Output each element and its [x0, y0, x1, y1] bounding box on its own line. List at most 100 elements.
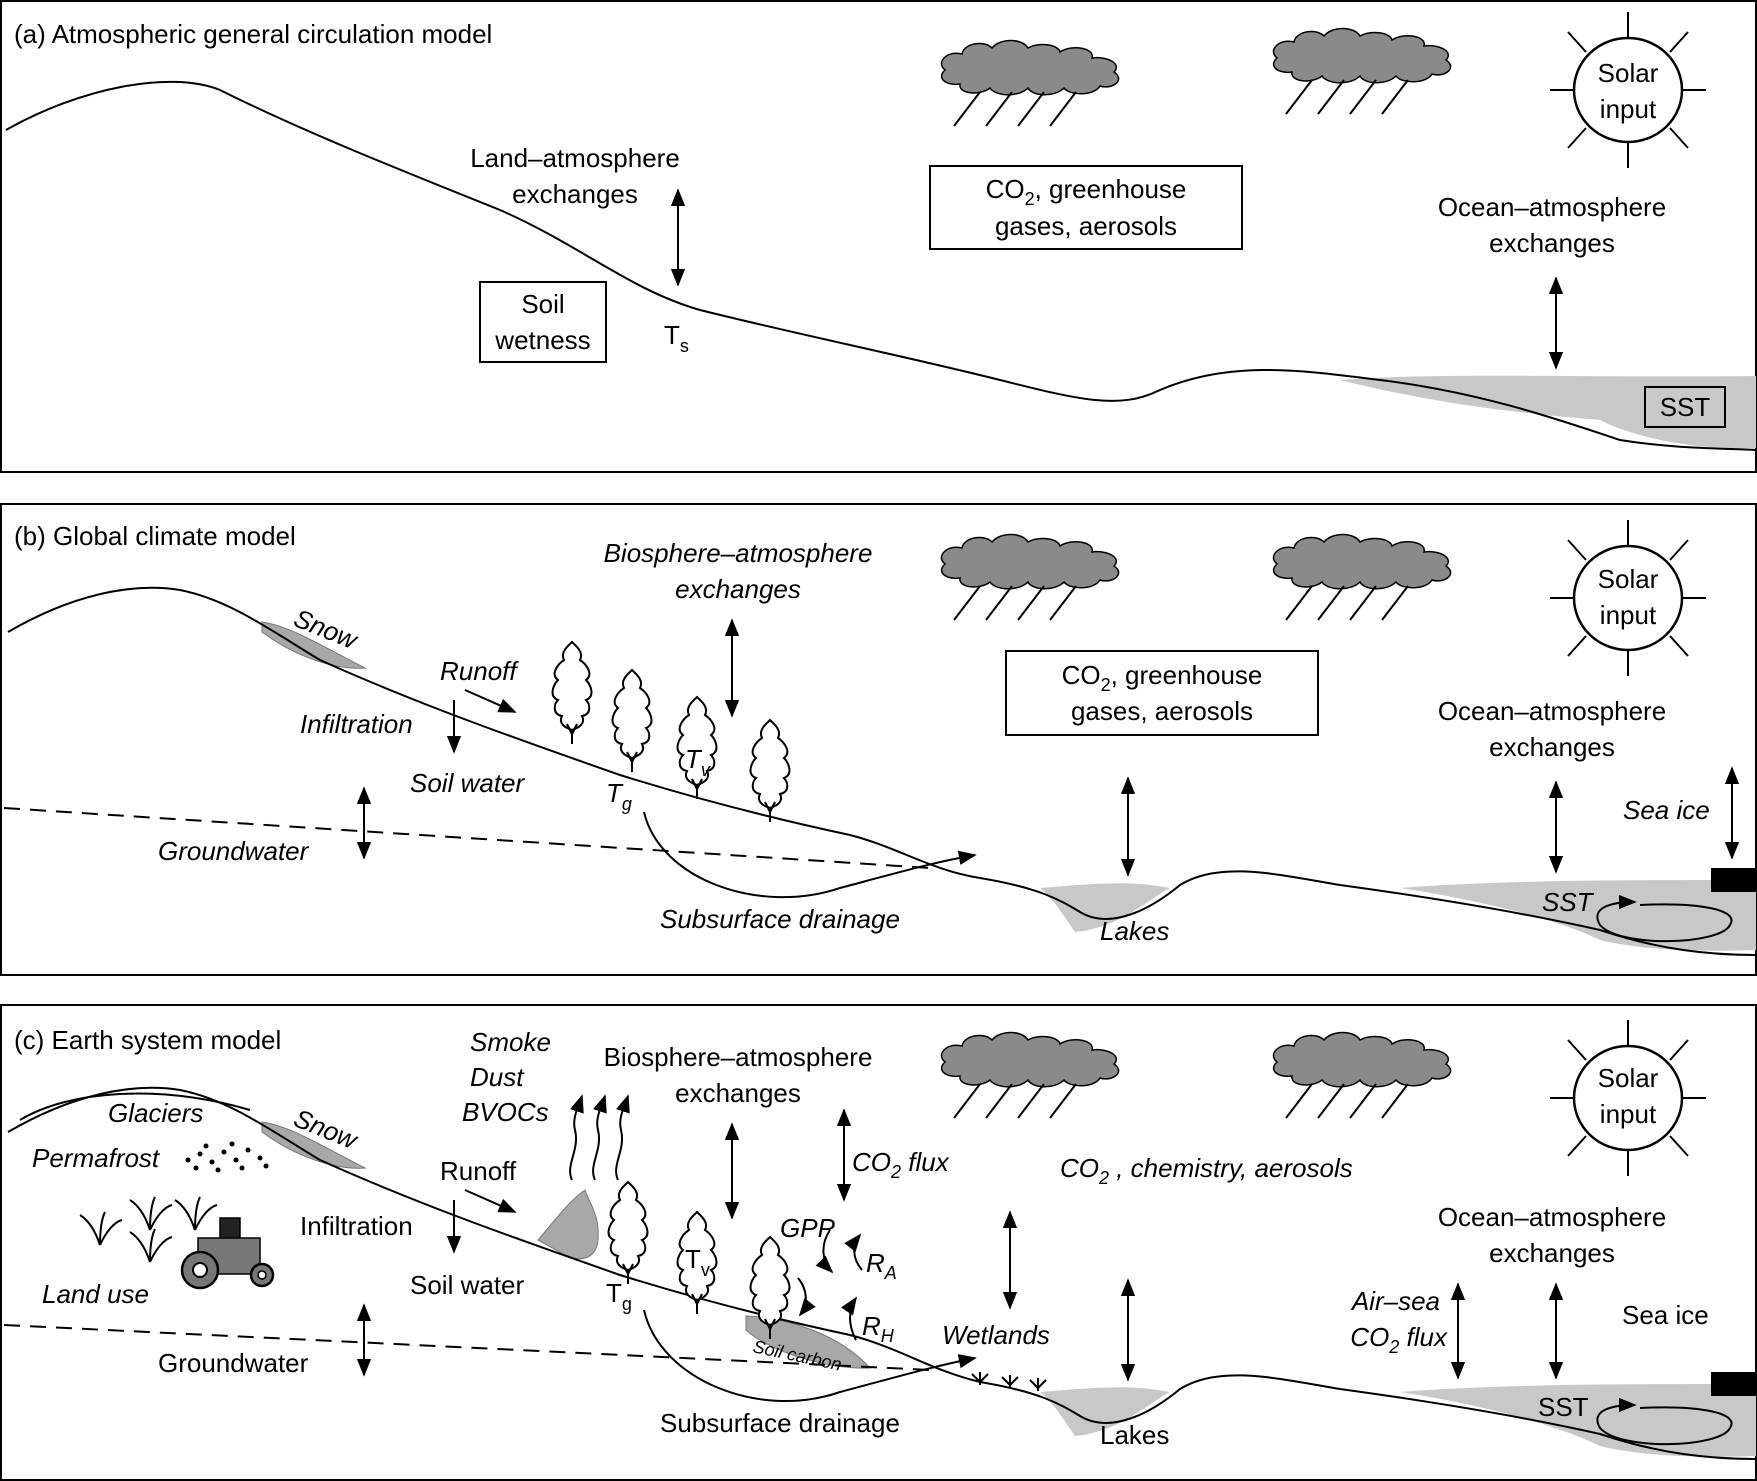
biosphere-line2: exchanges — [675, 1078, 801, 1108]
subsurface-label: Subsurface drainage — [660, 904, 900, 934]
cloud-icon — [1272, 1031, 1452, 1119]
co2-box — [929, 165, 1243, 250]
solar-line1: Solar — [1598, 564, 1659, 594]
land-use-label: Land use — [42, 1279, 149, 1309]
land-surface — [7, 1086, 1757, 1460]
solar-line2: input — [1600, 600, 1657, 630]
ocean-atmosphere-line1: Ocean–atmosphere — [1438, 696, 1666, 726]
sea-ice-label: Sea ice — [1622, 1300, 1709, 1330]
solar-line2: input — [1600, 1099, 1657, 1129]
soil-water-label: Soil water — [410, 1270, 524, 1300]
ra-label: RA — [866, 1248, 897, 1283]
co2-flux-label: CO2 flux — [852, 1147, 950, 1182]
biosphere-line1: Biosphere–atmosphere — [604, 538, 873, 568]
gpp-label: GPP — [780, 1213, 836, 1243]
lake — [1040, 1387, 1170, 1436]
tractor-icon — [180, 1217, 275, 1290]
land-atmosphere-line1: Land–atmosphere — [470, 143, 680, 173]
bvocs-label: BVOCs — [462, 1097, 549, 1127]
ocean-atmosphere-line2: exchanges — [1489, 732, 1615, 762]
tg-label: Tg — [606, 778, 632, 814]
soil-line2: wetness — [494, 325, 590, 355]
air-sea-line2: CO2 flux — [1350, 1322, 1448, 1357]
cloud-icon — [940, 533, 1120, 621]
emission-arrow — [615, 1094, 630, 1181]
sst-box — [1644, 386, 1726, 428]
panel-b-frame — [0, 503, 1757, 976]
cloud-icon — [940, 1031, 1120, 1119]
tg-label: Tg — [606, 1278, 632, 1314]
biosphere-line2: exchanges — [675, 574, 801, 604]
emission-arrow — [569, 1094, 584, 1181]
subsurface-arrow — [643, 1309, 977, 1402]
cloud-icon — [1272, 27, 1452, 115]
ocean-atmosphere-line1: Ocean–atmosphere — [1438, 192, 1666, 222]
lakes-label: Lakes — [1100, 1420, 1169, 1450]
gpp-arrow — [815, 1229, 834, 1274]
sun-icon — [1548, 10, 1708, 170]
sst-circulation-arrow — [1596, 894, 1733, 943]
solar-line2: input — [1600, 94, 1657, 124]
co2-box-line2: gases, aerosols — [1071, 696, 1253, 726]
tv-label: Tv — [685, 1244, 710, 1280]
water-table — [3, 807, 931, 869]
panel-a-title: (a) Atmospheric general circulation mode… — [14, 19, 492, 49]
land-surface — [5, 80, 1757, 451]
sea-ice-label: Sea ice — [1623, 795, 1710, 825]
runoff-arrow — [464, 1189, 517, 1213]
infiltration-label: Infiltration — [300, 1211, 413, 1241]
snow-patch — [261, 1121, 367, 1169]
chemistry-label: CO2 , chemistry, aerosols — [1060, 1153, 1353, 1188]
emission-arrow — [592, 1094, 607, 1181]
panel-b-title: (b) Global climate model — [14, 521, 296, 551]
land-atmosphere-line2: exchanges — [512, 179, 638, 209]
panel-c-title: (c) Earth system model — [14, 1025, 281, 1055]
biosphere-line1: Biosphere–atmosphere — [604, 1042, 873, 1072]
subsurface-arrow — [643, 811, 977, 899]
ocean-atmosphere-line2: exchanges — [1489, 1238, 1615, 1268]
tree-icon — [551, 641, 593, 745]
panel-c-frame — [0, 1004, 1757, 1481]
cloud-icon — [1272, 533, 1452, 621]
smoke-label: Smoke — [470, 1027, 551, 1057]
ocean — [1400, 1384, 1756, 1457]
panel-b: (b) Global climate model Snow Runoff Inf… — [0, 503, 1757, 976]
glaciers-label: Glaciers — [108, 1098, 203, 1128]
ocean-atmosphere-line2: exchanges — [1489, 228, 1615, 258]
permafrost-dots — [185, 1141, 269, 1173]
wetland-reeds-icon — [971, 1372, 1047, 1391]
soil-water-label: Soil water — [410, 768, 525, 798]
subsurface-label: Subsurface drainage — [660, 1408, 900, 1438]
ocean — [1400, 880, 1756, 951]
rh-label: RH — [862, 1311, 895, 1346]
tv-label: Tv — [685, 744, 711, 780]
tree-icon — [749, 719, 791, 823]
tree-icon — [607, 1181, 649, 1285]
soil-line1: Soil — [521, 289, 564, 319]
panel-c: (c) Earth system model Glaciers Permafro… — [0, 1004, 1757, 1481]
sst-circulation-arrow — [1596, 1397, 1733, 1446]
tree-icon — [611, 669, 653, 773]
soil-wetness-box — [479, 281, 607, 363]
lake — [1040, 883, 1170, 932]
sst-label: SST — [1660, 392, 1711, 422]
wetlands-label: Wetlands — [942, 1320, 1050, 1350]
runoff-label: Runoff — [440, 1156, 517, 1186]
runoff-arrow — [464, 689, 517, 713]
land-surface — [7, 586, 1757, 956]
cloud-icon — [940, 39, 1120, 127]
sun-icon — [1548, 518, 1708, 678]
snow-patch — [261, 621, 367, 669]
permafrost-label: Permafrost — [32, 1143, 161, 1173]
ts-label: Ts — [664, 320, 689, 356]
ra-arrow — [844, 1233, 863, 1271]
rh-arrow — [841, 1296, 857, 1341]
lakes-label: Lakes — [1100, 916, 1169, 946]
sea-ice-block — [1711, 868, 1756, 892]
ocean — [1340, 375, 1756, 449]
co2-box-line1: CO2, greenhouse — [1062, 660, 1263, 695]
air-sea-line1: Air–sea — [1350, 1286, 1440, 1316]
co2-box — [1005, 650, 1319, 736]
groundwater-label: Groundwater — [158, 836, 310, 866]
